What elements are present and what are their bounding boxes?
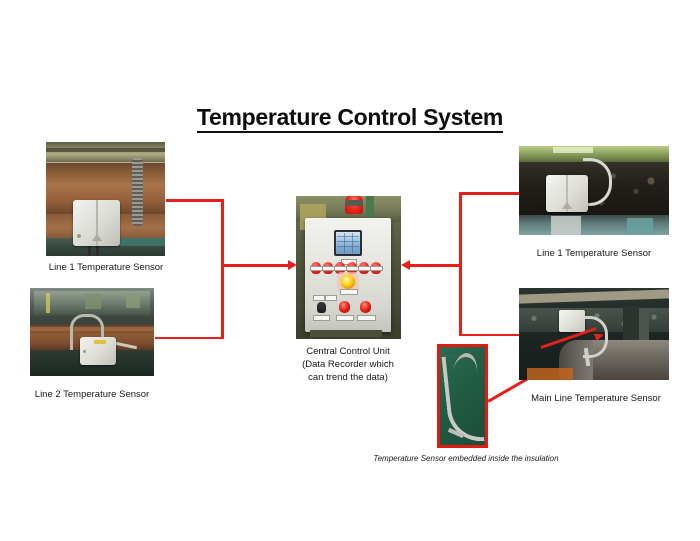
junction-box [559,310,585,332]
connector-left-vertical [221,199,224,339]
photo-central-control-unit[interactable] [296,196,401,339]
connector-line-1-right-horizontal [459,192,521,195]
push-button-2[interactable] [360,301,371,313]
photo-temperature-sensor-closeup[interactable] [437,344,488,448]
caption-temperature-sensor-closeup: Temperature Sensor embedded inside the i… [373,454,559,463]
caption-main-line-temperature-sensor: Main Line Temperature Sensor [531,393,661,404]
push-button-1[interactable] [339,301,350,313]
caption-line-1-temperature-sensor-right: Line 1 Temperature Sensor [536,248,652,259]
photo-line-1-temperature-sensor-left[interactable] [46,142,165,256]
connector-left-arrowhead-icon [288,260,297,270]
selector-switch[interactable] [317,302,326,313]
photo-line-2-temperature-sensor[interactable] [30,288,154,376]
connector-line-2-horizontal [155,336,224,339]
photo-line-1-temperature-sensor-right[interactable] [519,146,669,235]
page-title: Temperature Control System [0,104,700,133]
caption-central-control-unit: Central Control Unit (Data Recorder whic… [302,346,394,383]
connector-right-to-panel [410,264,461,267]
connector-main-line-horizontal [459,333,521,336]
connector-left-to-panel [221,264,289,267]
photo-main-line-temperature-sensor[interactable] [519,288,669,380]
page-title-text: Temperature Control System [196,104,503,133]
connector-right-arrowhead-icon [401,260,410,270]
illuminated-pushbutton[interactable] [341,275,355,289]
caption-line-2-temperature-sensor: Line 2 Temperature Sensor [34,389,150,400]
connector-line-1-left-horizontal [166,199,224,202]
data-recorder-screen[interactable] [336,232,360,254]
caption-line-1-temperature-sensor-left: Line 1 Temperature Sensor [48,262,164,273]
